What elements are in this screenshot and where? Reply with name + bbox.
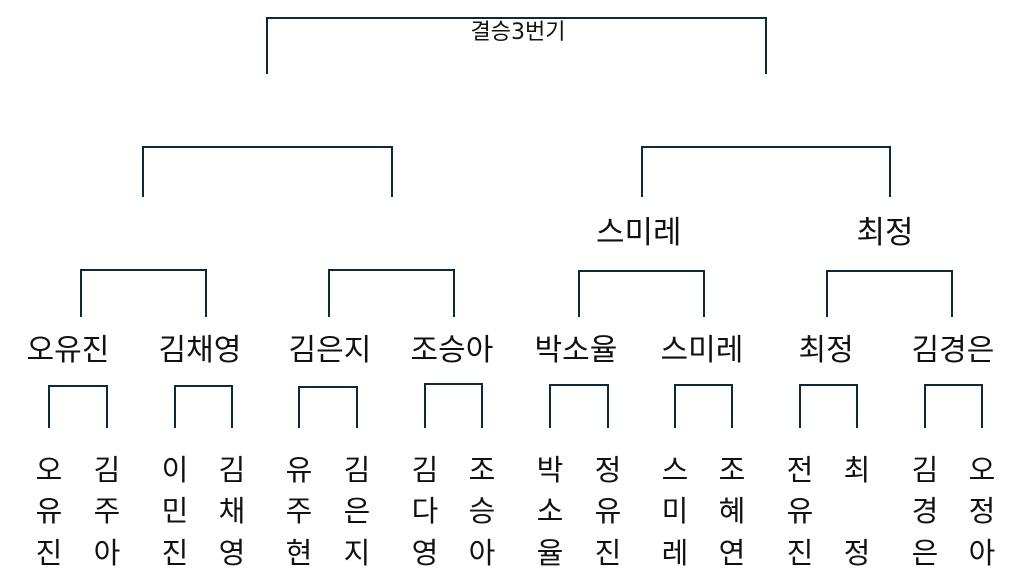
match-bracket-5 <box>549 384 609 428</box>
quarterfinal-bracket-3 <box>578 270 705 317</box>
match-bracket-3 <box>298 386 358 428</box>
match-bracket-4 <box>424 383 483 428</box>
quarterfinal-winner-3: 김은지 <box>288 333 372 368</box>
match-bracket-8 <box>924 384 983 428</box>
quarterfinal-bracket-2 <box>328 269 455 317</box>
semifinal-bracket-1 <box>142 146 393 197</box>
match-bracket-1 <box>48 385 108 428</box>
match-bracket-2 <box>174 385 233 428</box>
quarterfinal-bracket-4 <box>826 270 953 317</box>
final-title: 결승3번기 <box>470 20 566 45</box>
final-bracket <box>266 17 767 74</box>
semifinal-winner-2: 최정 <box>856 215 914 251</box>
match-bracket-6 <box>674 384 733 428</box>
quarterfinal-winner-5: 박소율 <box>534 333 618 368</box>
quarterfinal-winner-4: 조승아 <box>410 333 494 368</box>
quarterfinal-winner-2: 김채영 <box>158 333 242 368</box>
semifinal-bracket-2 <box>641 146 891 197</box>
quarterfinal-winner-7: 최정 <box>798 333 854 368</box>
quarterfinal-winner-8: 김경은 <box>911 333 995 368</box>
semifinal-winner-1: 스미레 <box>596 215 682 251</box>
quarterfinal-winner-1: 오유진 <box>26 333 110 368</box>
quarterfinal-winner-6: 스미레 <box>660 333 744 368</box>
match-bracket-7 <box>799 384 858 428</box>
quarterfinal-bracket-1 <box>80 269 207 317</box>
